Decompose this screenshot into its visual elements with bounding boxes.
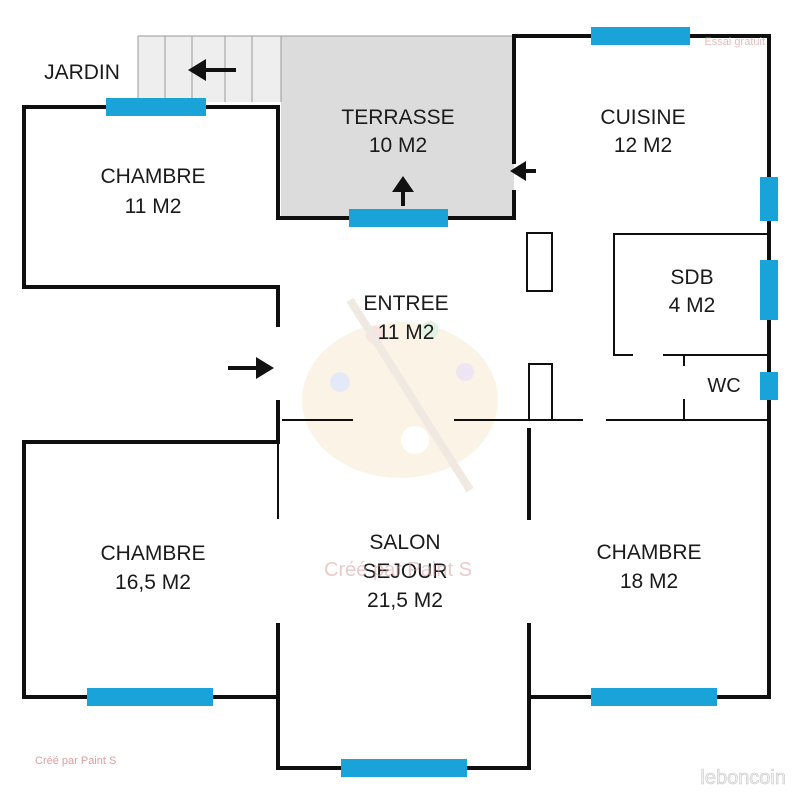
- label-cuisine: CUISINE: [600, 106, 685, 129]
- area-chambre-top-left: 11 M2: [125, 195, 182, 218]
- label-sejour: SEJOUR: [362, 560, 447, 583]
- window: [349, 209, 448, 227]
- area-salon: 21,5 M2: [367, 589, 443, 612]
- area-chambre-bottom-left: 16,5 M2: [115, 571, 191, 594]
- area-chambre-bottom-right: 18 M2: [620, 570, 678, 593]
- area-terrasse: 10 M2: [369, 134, 427, 157]
- arrow-up-icon: [392, 176, 414, 206]
- window: [87, 688, 213, 706]
- label-chambre-bottom-left: CHAMBRE: [100, 542, 205, 565]
- label-chambre-bottom-right: CHAMBRE: [596, 541, 701, 564]
- window: [760, 260, 778, 320]
- window: [106, 98, 206, 116]
- leboncoin-logo: leboncoin: [700, 767, 786, 789]
- label-entree: ENTREE: [363, 292, 448, 315]
- arrows: [188, 59, 536, 379]
- windows: [87, 27, 778, 777]
- window: [591, 688, 717, 706]
- watermark-trial-top-right: Essai gratuit: [704, 36, 765, 48]
- window: [760, 372, 778, 400]
- arrow-left-icon: [188, 59, 236, 81]
- room-labels: JARDIN CHAMBRE 11 M2 TERRASSE 10 M2 CUIS…: [44, 61, 741, 612]
- watermark-paint-center: Créé par Paint S: [324, 559, 472, 581]
- arrow-right-icon: [228, 357, 274, 379]
- window: [591, 27, 690, 45]
- palette-watermark: [302, 297, 498, 493]
- area-sdb: 4 M2: [669, 294, 716, 317]
- arrow-left-icon: [510, 161, 536, 181]
- label-salon: SALON: [369, 531, 440, 554]
- label-terrasse: TERRASSE: [341, 106, 454, 129]
- label-sdb: SDB: [670, 266, 713, 289]
- label-jardin: JARDIN: [44, 61, 120, 84]
- watermark-paint-bottom-left: Créé par Paint S: [35, 755, 116, 767]
- area-cuisine: 12 M2: [614, 134, 672, 157]
- window: [341, 759, 467, 777]
- label-wc: WC: [707, 375, 740, 397]
- window: [760, 177, 778, 221]
- label-chambre-top-left: CHAMBRE: [100, 165, 205, 188]
- area-entree: 11 M2: [378, 321, 435, 344]
